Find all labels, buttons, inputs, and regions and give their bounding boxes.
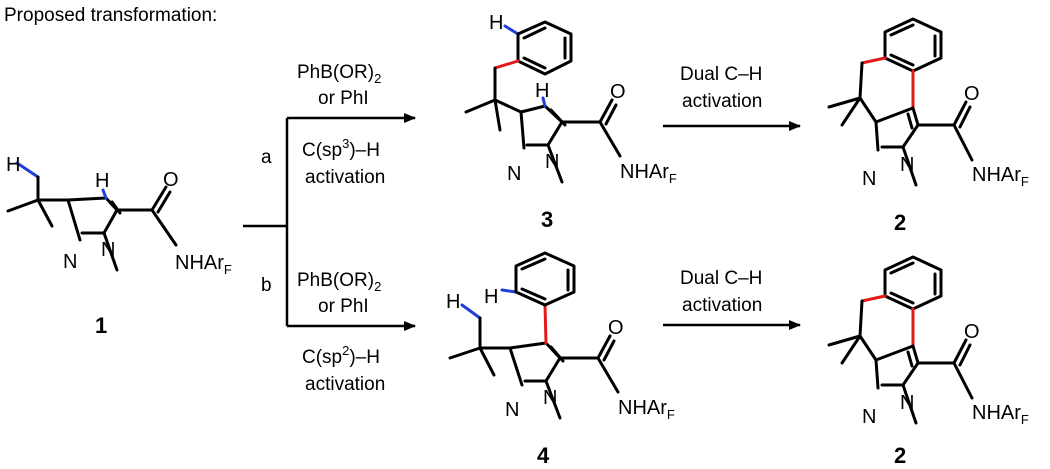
route-a-reagent-1: PhB(OR)2 bbox=[297, 62, 381, 86]
compound-4-nitrogen-1: N bbox=[505, 399, 519, 421]
compound-4-oxygen: O bbox=[608, 317, 624, 339]
compound-4-amide: NHArF bbox=[618, 397, 675, 422]
compound-3-oxygen: O bbox=[610, 81, 626, 103]
compound-4-h-alkyl: H bbox=[446, 291, 460, 313]
dual-top-line-1: Dual C–H bbox=[680, 64, 762, 85]
compound-3-nitrogen-1: N bbox=[507, 163, 521, 185]
route-b-reagent-1: PhB(OR)2 bbox=[297, 270, 381, 294]
compound-3-structure bbox=[464, 20, 622, 184]
route-a-condition-2: activation bbox=[305, 167, 385, 188]
route-b-label: b bbox=[261, 275, 272, 296]
route-b-condition-1: C(sp2)–H bbox=[302, 343, 380, 368]
compound-2-bottom-label: 2 bbox=[894, 443, 906, 468]
compound-2-bottom-oxygen: O bbox=[964, 321, 980, 343]
compound-3-amide: NHArF bbox=[620, 161, 677, 186]
compound-1-oxygen: O bbox=[163, 169, 179, 191]
compound-4-structure bbox=[448, 251, 620, 420]
compound-1-amide: NHArF bbox=[175, 252, 232, 277]
compound-3-nitrogen-2: N bbox=[545, 151, 559, 173]
dual-top-line-2: activation bbox=[682, 91, 762, 112]
branch-arrows bbox=[243, 113, 416, 331]
compound-1-nitrogen-1: N bbox=[63, 251, 77, 273]
compound-1-h-aryl: H bbox=[95, 170, 109, 192]
route-b-reagent-2: or PhI bbox=[318, 296, 369, 317]
compound-4-nitrogen-2: N bbox=[543, 387, 557, 409]
route-b-condition-2: activation bbox=[305, 374, 385, 395]
dual-bottom-line-2: activation bbox=[682, 295, 762, 316]
compound-1-structure bbox=[6, 161, 178, 272]
compound-2-bottom-amide: NHArF bbox=[972, 402, 1029, 427]
compound-3-h-pyrazole: H bbox=[535, 80, 549, 102]
compound-2-bottom-nitrogen-1: N bbox=[862, 406, 876, 428]
compound-1-label: 1 bbox=[95, 313, 107, 338]
compound-4-label: 4 bbox=[537, 443, 550, 468]
compound-2-top-nitrogen-2: N bbox=[900, 154, 914, 176]
route-a-reagent-2: or PhI bbox=[318, 88, 369, 109]
compound-2-top-amide: NHArF bbox=[972, 164, 1029, 189]
compound-2-bottom-nitrogen-2: N bbox=[900, 392, 914, 414]
compound-2-top-label: 2 bbox=[894, 210, 906, 235]
route-a-condition-1: C(sp3)–H bbox=[302, 136, 380, 161]
compound-2-top-structure bbox=[827, 17, 974, 187]
compound-4-h-aryl: H bbox=[484, 286, 498, 308]
dual-bottom-line-1: Dual C–H bbox=[680, 268, 762, 289]
compound-3-label: 3 bbox=[541, 207, 553, 232]
compound-2-top-nitrogen-1: N bbox=[862, 168, 876, 190]
scheme-header: Proposed transformation: bbox=[4, 5, 217, 26]
compound-1-nitrogen-2: N bbox=[101, 239, 115, 261]
compound-2-top-oxygen: O bbox=[964, 83, 980, 105]
compound-3-h-aryl: H bbox=[489, 12, 503, 34]
compound-2-bottom-structure bbox=[827, 255, 974, 425]
route-a-label: a bbox=[261, 147, 272, 168]
compound-1-h-alkyl: H bbox=[6, 154, 20, 176]
